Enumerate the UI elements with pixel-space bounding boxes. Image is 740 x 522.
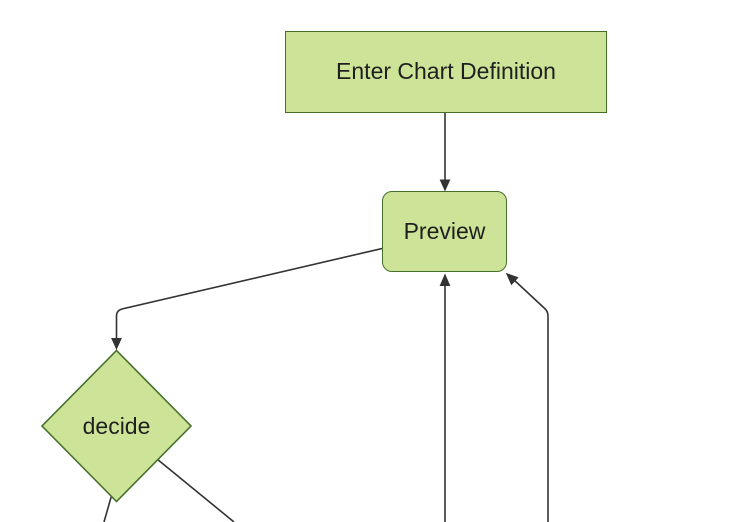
node-preview-label: Preview (403, 217, 486, 244)
node-enter-chart-definition: Enter Chart Definition (285, 31, 607, 113)
edge-decide-to-offscreen-left (103, 493, 113, 522)
edge-offscreen-right-to-preview (512, 278, 549, 522)
node-enter-chart-definition-label: Enter Chart Definition (336, 58, 556, 85)
node-preview: Preview (382, 191, 507, 272)
arrowhead-offscreen-right-to-preview (505, 272, 519, 286)
edge-decide-to-offscreen-right (156, 458, 235, 522)
node-decide-shape (40, 349, 193, 503)
arrowhead-offscreen-center-to-preview (439, 273, 451, 286)
edge-preview-to-decide (115, 247, 383, 338)
arrowhead-preview-to-decide (111, 338, 122, 350)
node-decide-label: decide (82, 412, 151, 439)
arrowhead-definition-to-preview (439, 179, 451, 192)
